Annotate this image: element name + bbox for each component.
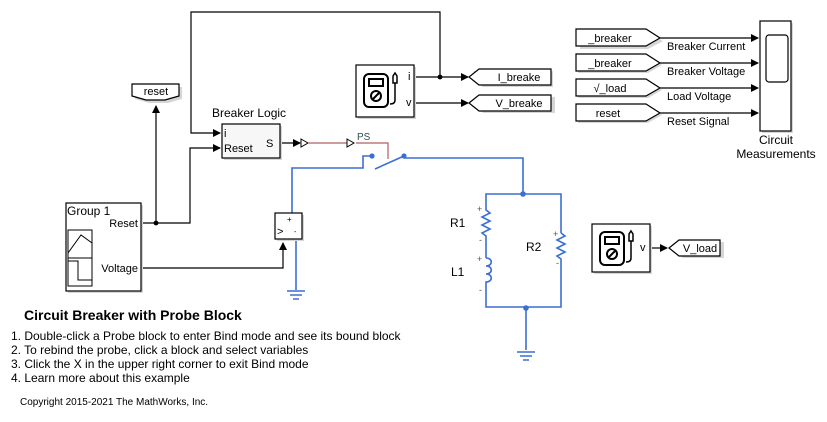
signal-label-breaker-current: Breaker Current bbox=[667, 41, 745, 53]
scope-name-line2: Measurements bbox=[736, 147, 815, 161]
signal-waveform-icon bbox=[67, 229, 93, 287]
group1-port-reset: Reset bbox=[109, 218, 138, 230]
wire-reset-to-breaker-logic[interactable] bbox=[141, 144, 221, 224]
ps-input-port-icon bbox=[300, 138, 310, 148]
goto-v-load-tag[interactable]: V_load bbox=[668, 239, 724, 258]
annotation-title: Circuit Breaker with Probe Block bbox=[24, 307, 242, 323]
multimeter-icon bbox=[363, 71, 398, 108]
breaker-logic-name: Breaker Logic bbox=[212, 106, 286, 120]
signal-wires bbox=[141, 11, 759, 269]
from-tag-v-load[interactable]: √_load bbox=[575, 78, 662, 98]
goto-v-load-label: V_load bbox=[683, 243, 717, 255]
from-tag-label: _breaker bbox=[587, 58, 632, 70]
polarity-markers: + - + - + - bbox=[477, 204, 559, 295]
ps-label: PS bbox=[357, 132, 371, 143]
switch-compare-symbol: > bbox=[277, 226, 283, 238]
goto-i-breaker-tag[interactable]: I_breake bbox=[468, 68, 553, 88]
annotation-step: 1. Double-click a Probe block to enter B… bbox=[11, 329, 401, 343]
goto-reset-tag[interactable]: reset bbox=[131, 83, 182, 103]
annotation-step-link[interactable]: 4. Learn more about this example bbox=[11, 371, 190, 385]
label-r2: R2 bbox=[526, 240, 542, 254]
label-r1: R1 bbox=[450, 216, 466, 230]
copyright-text: Copyright 2015-2021 The MathWorks, Inc. bbox=[20, 397, 209, 408]
from-tag-v-breaker[interactable]: _breaker bbox=[575, 53, 662, 73]
group1-name: Group 1 bbox=[67, 204, 111, 218]
pwire-top-rail[interactable] bbox=[485, 193, 562, 233]
switch-blade-icon bbox=[374, 155, 405, 170]
from-tag-reset[interactable]: reset bbox=[575, 103, 662, 123]
wire-i-to-breaker-logic[interactable] bbox=[190, 11, 441, 137]
group1-port-voltage: Voltage bbox=[101, 263, 138, 275]
scope-display-icon bbox=[765, 34, 789, 83]
switch-port-minus: - bbox=[294, 229, 297, 236]
switch-port-plus: + bbox=[287, 215, 292, 224]
port-label-s: S bbox=[266, 138, 273, 150]
annotation-steps: 1. Double-click a Probe block to enter B… bbox=[11, 329, 401, 385]
physical-wires bbox=[291, 153, 567, 350]
ground-icon bbox=[287, 290, 305, 300]
annotation-step: 3. Click the X in the upper right corner… bbox=[11, 357, 309, 371]
from-tag-label: _breaker bbox=[587, 33, 632, 45]
from-tag-i-breaker[interactable]: _breaker bbox=[575, 28, 663, 49]
junction-dot bbox=[437, 74, 443, 80]
ground-icon bbox=[517, 351, 535, 361]
pwire-switch-right[interactable] bbox=[404, 157, 524, 193]
signal-label-load-voltage: Load Voltage bbox=[667, 91, 731, 103]
ps-wire[interactable] bbox=[356, 142, 389, 159]
scope-name-line1: Circuit bbox=[759, 133, 794, 147]
group1-signal-builder-block[interactable]: Group 1 Reset Voltage bbox=[65, 202, 143, 293]
goto-v-breaker-tag[interactable]: V_breake bbox=[468, 94, 555, 113]
signal-label-reset-signal: Reset Signal bbox=[667, 116, 729, 128]
svg-text:+: + bbox=[477, 254, 482, 264]
scope-block[interactable] bbox=[759, 20, 793, 133]
probe-load-port-v: v bbox=[640, 242, 646, 254]
probe-port-v: v bbox=[406, 97, 412, 109]
ps-converter[interactable]: PS bbox=[300, 132, 389, 159]
resistor-r1-icon[interactable] bbox=[480, 207, 492, 258]
from-tag-label: reset bbox=[596, 108, 620, 120]
svg-text:+: + bbox=[477, 204, 482, 214]
from-tag-label: √_load bbox=[594, 83, 627, 95]
resistor-r2-icon[interactable] bbox=[555, 232, 567, 266]
svg-text:-: - bbox=[479, 235, 482, 245]
ps-output-port-icon bbox=[346, 138, 356, 148]
probe-breaker-block[interactable]: i v bbox=[355, 64, 416, 119]
goto-v-breaker-label: V_breake bbox=[495, 98, 542, 110]
switch-control-block[interactable]: + > - bbox=[274, 212, 304, 241]
signal-label-breaker-voltage: Breaker Voltage bbox=[667, 66, 745, 78]
probe-port-i: i bbox=[408, 71, 410, 83]
svg-text:+: + bbox=[553, 229, 558, 239]
goto-reset-label: reset bbox=[144, 86, 168, 98]
port-label-reset: Reset bbox=[224, 143, 253, 155]
port-label-i: i bbox=[224, 128, 226, 140]
junction-dot bbox=[153, 220, 159, 226]
svg-text:-: - bbox=[556, 258, 559, 268]
svg-text:-: - bbox=[479, 285, 482, 295]
annotation-step: 2. To rebind the probe, click a block an… bbox=[11, 343, 309, 357]
goto-i-breaker-label: I_breake bbox=[498, 72, 541, 84]
wire-voltage-to-switch[interactable] bbox=[141, 242, 287, 269]
breaker-logic-block[interactable]: i Reset S bbox=[221, 123, 282, 160]
inductor-l1-icon[interactable] bbox=[485, 257, 562, 308]
pwire-switch-left[interactable] bbox=[291, 155, 372, 215]
label-l1: L1 bbox=[451, 265, 465, 279]
multimeter-icon bbox=[599, 229, 634, 266]
probe-load-block[interactable]: v bbox=[591, 223, 652, 274]
